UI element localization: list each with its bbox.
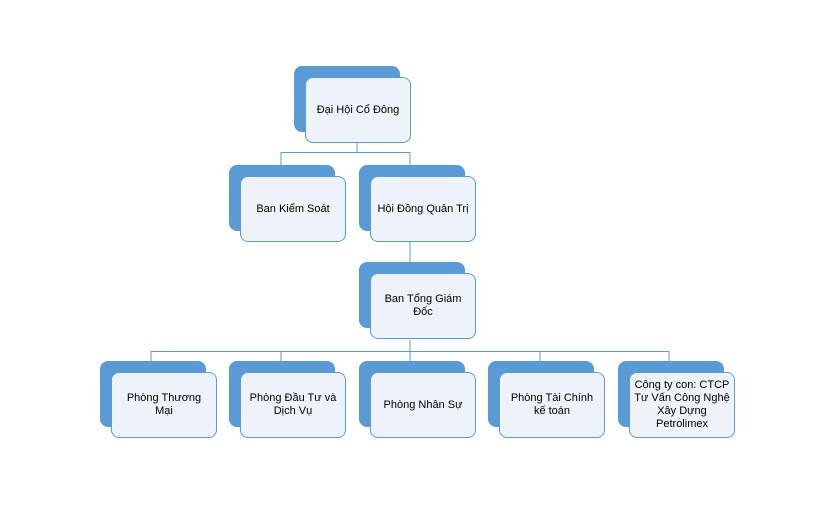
node-board-of-directors: Hội Đồng Quản Trị (359, 165, 476, 242)
node-label: Phòng Thương Mại (126, 392, 202, 417)
node-label: Ban Tổng Giám Đốc (384, 293, 462, 318)
node-dept-hr: Phòng Nhân Sự (359, 361, 476, 438)
node-dept-commerce: Phòng Thương Mại (100, 361, 217, 438)
node-label: Ban Kiểm Soát (256, 202, 330, 215)
node-label: Đại Hội Cổ Đông (316, 103, 400, 116)
node-dept-investment: Phòng Đầu Tư và Dịch Vụ (229, 361, 346, 438)
node-label: Công ty con: CTCP Tư Vấn Công Nghệ Xây D… (634, 379, 730, 430)
node-label: Phòng Đầu Tư và Dịch Vụ (249, 392, 337, 417)
node-card: Đại Hội Cổ Đông (305, 77, 411, 143)
node-supervisory-board: Ban Kiểm Soát (229, 165, 346, 242)
node-card: Hội Đồng Quản Trị (370, 176, 476, 242)
node-label: Phòng Tài Chính kế toán (510, 392, 594, 417)
node-card: Phòng Đầu Tư và Dịch Vụ (240, 372, 346, 438)
node-label: Hội Đồng Quản Trị (377, 202, 469, 215)
node-card: Phòng Tài Chính kế toán (499, 372, 605, 438)
node-general-meeting: Đại Hội Cổ Đông (294, 66, 411, 143)
node-dept-finance: Phòng Tài Chính kế toán (488, 361, 605, 438)
node-card: Ban Kiểm Soát (240, 176, 346, 242)
node-label: Phòng Nhân Sự (383, 398, 463, 411)
node-general-directors: Ban Tổng Giám Đốc (359, 262, 476, 339)
node-card: Ban Tổng Giám Đốc (370, 273, 476, 339)
node-subsidiary: Công ty con: CTCP Tư Vấn Công Nghệ Xây D… (618, 361, 735, 438)
node-card: Phòng Thương Mại (111, 372, 217, 438)
node-card: Công ty con: CTCP Tư Vấn Công Nghệ Xây D… (629, 372, 735, 438)
node-card: Phòng Nhân Sự (370, 372, 476, 438)
